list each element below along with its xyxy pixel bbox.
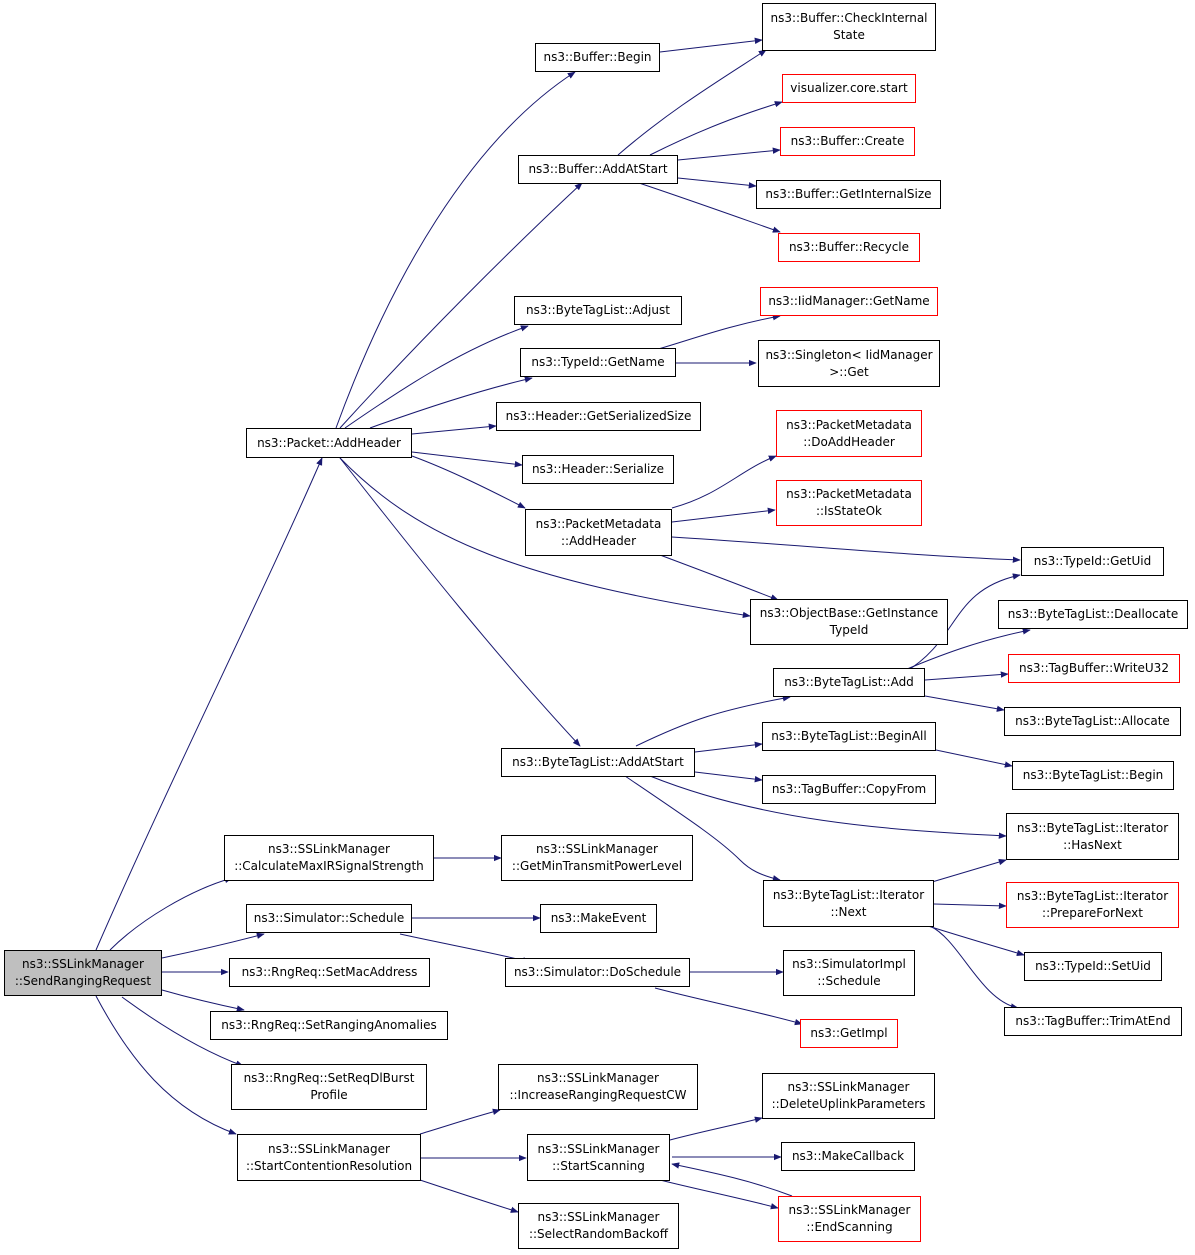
edge-send-to-dlburst	[121, 996, 244, 1067]
edge-addatstart-to-recycle	[635, 181, 781, 233]
node-typeid-set-uid[interactable]: ns3::TypeId::SetUid	[1024, 952, 1162, 981]
node-buffer-create[interactable]: ns3::Buffer::Create	[780, 127, 915, 156]
edge-addheader-to-adjust	[344, 325, 529, 429]
node-visualizer-core-start[interactable]: visualizer.core.start	[782, 74, 916, 103]
node-end-scanning[interactable]: ns3::SSLinkManager ::EndScanning	[778, 1196, 921, 1242]
node-make-event[interactable]: ns3::MakeEvent	[540, 904, 657, 933]
node-rngreq-set-mac-address[interactable]: ns3::RngReq::SetMacAddress	[229, 958, 430, 987]
node-make-callback[interactable]: ns3::MakeCallback	[781, 1142, 915, 1171]
node-typeid-get-name[interactable]: ns3::TypeId::GetName	[520, 348, 676, 377]
edge-pmd-to-getuid	[671, 536, 1021, 563]
node-objectbase-get-instance-typeid[interactable]: ns3::ObjectBase::GetInstance TypeId	[750, 599, 948, 645]
edge-addheader-to-serialize	[411, 451, 523, 468]
node-tagbuffer-trim-at-end[interactable]: ns3::TagBuffer::TrimAtEnd	[1004, 1007, 1182, 1036]
node-buffer-begin[interactable]: ns3::Buffer::Begin	[535, 43, 660, 72]
edge-getname-to-iidmanager	[654, 314, 781, 351]
edge-addatstart-btl-to-hasnext	[649, 775, 1007, 839]
edge-addatstart-btl-to-next	[624, 775, 781, 882]
node-tagbuffer-write-u32[interactable]: ns3::TagBuffer::WriteU32	[1008, 654, 1180, 683]
edge-contention-to-increasecw	[419, 1108, 501, 1135]
edge-addatstart-btl-to-beginall	[694, 741, 763, 753]
edge-addheader-to-bytetaglist-addatstart	[339, 457, 581, 747]
edge-addheader-to-getserializedsize	[411, 423, 497, 435]
node-select-random-backoff[interactable]: ns3::SSLinkManager ::SelectRandomBackoff	[518, 1203, 679, 1249]
node-increase-ranging-request-cw[interactable]: ns3::SSLinkManager ::IncreaseRangingRequ…	[498, 1064, 698, 1110]
edge-send-to-schedule	[161, 932, 265, 959]
edge-doschedule-to-getimpl	[654, 987, 803, 1026]
edge-addheader-to-buffer-begin	[335, 71, 576, 429]
edge-addatstart-to-create	[677, 147, 781, 161]
node-rngreq-set-ranging-anomalies[interactable]: ns3::RngReq::SetRangingAnomalies	[210, 1011, 448, 1040]
edge-addatstart-to-checkinternal	[617, 49, 767, 156]
node-bytetaglist-add[interactable]: ns3::ByteTagList::Add	[773, 668, 925, 697]
edge-endscanning-to-startscanning	[671, 1162, 793, 1197]
node-header-serialize[interactable]: ns3::Header::Serialize	[522, 455, 674, 484]
edge-begin-to-checkinternal	[659, 37, 763, 53]
edge-startscanning-to-deleteuplink	[669, 1116, 763, 1141]
edge-next-to-hasnext	[931, 858, 1007, 883]
edge-add-to-deallocate	[899, 628, 1031, 673]
node-typeid-get-uid[interactable]: ns3::TypeId::GetUid	[1021, 547, 1164, 576]
edge-send-to-add-header	[95, 457, 323, 951]
node-calculate-max-ir-signal-strength[interactable]: ns3::SSLinkManager ::CalculateMaxIRSigna…	[224, 835, 434, 881]
node-start-scanning[interactable]: ns3::SSLinkManager ::StartScanning	[527, 1134, 670, 1181]
edge-pmd-to-isstateok	[671, 507, 776, 523]
node-packet-add-header[interactable]: ns3::Packet::AddHeader	[246, 428, 412, 458]
node-tagbuffer-copy-from[interactable]: ns3::TagBuffer::CopyFrom	[762, 775, 936, 804]
node-header-get-serialized-size[interactable]: ns3::Header::GetSerializedSize	[496, 402, 701, 431]
node-bytetaglist-adjust[interactable]: ns3::ByteTagList::Adjust	[514, 296, 682, 325]
node-bytetaglist-add-at-start[interactable]: ns3::ByteTagList::AddAtStart	[501, 748, 695, 777]
node-rngreq-set-req-dl-burst-profile[interactable]: ns3::RngReq::SetReqDlBurst Profile	[231, 1064, 427, 1110]
node-packetmetadata-do-add-header[interactable]: ns3::PacketMetadata ::DoAddHeader	[776, 410, 922, 457]
edge-pmd-to-objectbase	[659, 554, 779, 601]
edge-next-to-trimatend	[929, 925, 1019, 1010]
edge-add-to-allocate	[924, 695, 1005, 712]
node-bytetaglist-allocate[interactable]: ns3::ByteTagList::Allocate	[1004, 707, 1181, 736]
edge-addheader-to-pmd-addheader	[411, 455, 526, 509]
node-buffer-get-internal-size[interactable]: ns3::Buffer::GetInternalSize	[756, 180, 941, 209]
node-buffer-recycle[interactable]: ns3::Buffer::Recycle	[778, 233, 920, 262]
edge-add-to-getuid	[904, 573, 1021, 673]
node-iterator-next[interactable]: ns3::ByteTagList::Iterator ::Next	[763, 880, 934, 927]
node-buffer-add-at-start[interactable]: ns3::Buffer::AddAtStart	[518, 155, 678, 184]
edge-next-to-setuid	[927, 925, 1025, 957]
node-start-contention-resolution[interactable]: ns3::SSLinkManager ::StartContentionReso…	[237, 1134, 421, 1181]
edge-next-to-preparefornext	[933, 902, 1007, 909]
edge-pmd-to-doaddheader	[671, 455, 777, 509]
edge-addatstart-btl-to-add	[635, 695, 791, 747]
node-bytetaglist-deallocate[interactable]: ns3::ByteTagList::Deallocate	[998, 600, 1188, 629]
node-simulator-schedule[interactable]: ns3::Simulator::Schedule	[246, 904, 412, 933]
node-bytetaglist-begin-all[interactable]: ns3::ByteTagList::BeginAll	[762, 722, 936, 751]
edge-addheader-to-buffer-addatstart	[339, 182, 583, 429]
edge-add-to-writeu32	[924, 671, 1009, 681]
node-iidmanager-get-name[interactable]: ns3::IidManager::GetName	[760, 287, 938, 316]
node-simulatorimpl-schedule[interactable]: ns3::SimulatorImpl ::Schedule	[783, 950, 915, 996]
edge-beginall-to-begin	[935, 749, 1013, 768]
edge-send-to-calculate	[109, 876, 233, 951]
node-get-min-transmit-power-level[interactable]: ns3::SSLinkManager ::GetMinTransmitPower…	[501, 835, 693, 881]
edge-contention-to-randombackoff	[419, 1179, 519, 1213]
edge-addheader-to-objectbase	[339, 457, 751, 619]
node-send-ranging-request[interactable]: ns3::SSLinkManager ::SendRangingRequest	[4, 950, 162, 996]
node-bytetaglist-begin[interactable]: ns3::ByteTagList::Begin	[1012, 761, 1174, 790]
node-singleton-get[interactable]: ns3::Singleton< IidManager >::Get	[758, 340, 940, 387]
node-get-impl[interactable]: ns3::GetImpl	[800, 1019, 898, 1048]
edge-startscanning-to-endscanning	[659, 1179, 779, 1210]
node-iterator-prepare-for-next[interactable]: ns3::ByteTagList::Iterator ::PrepareForN…	[1006, 882, 1179, 928]
edge-send-to-anomalies	[161, 989, 245, 1012]
node-delete-uplink-parameters[interactable]: ns3::SSLinkManager ::DeleteUplinkParamet…	[762, 1073, 935, 1119]
edge-addatstart-to-visualizer	[649, 101, 783, 156]
node-iterator-has-next[interactable]: ns3::ByteTagList::Iterator ::HasNext	[1006, 813, 1179, 860]
edge-addatstart-btl-to-copyfrom	[694, 771, 763, 783]
edge-addheader-to-typeid-getname	[369, 376, 533, 429]
node-simulator-do-schedule[interactable]: ns3::Simulator::DoSchedule	[505, 958, 690, 987]
edge-send-to-contention	[95, 995, 237, 1135]
node-buffer-check-internal-state[interactable]: ns3::Buffer::CheckInternal State	[762, 3, 936, 51]
node-packetmetadata-add-header[interactable]: ns3::PacketMetadata ::AddHeader	[525, 509, 672, 556]
node-packetmetadata-is-state-ok[interactable]: ns3::PacketMetadata ::IsStateOk	[776, 480, 922, 526]
edge-addatstart-to-internalsize	[677, 177, 757, 189]
